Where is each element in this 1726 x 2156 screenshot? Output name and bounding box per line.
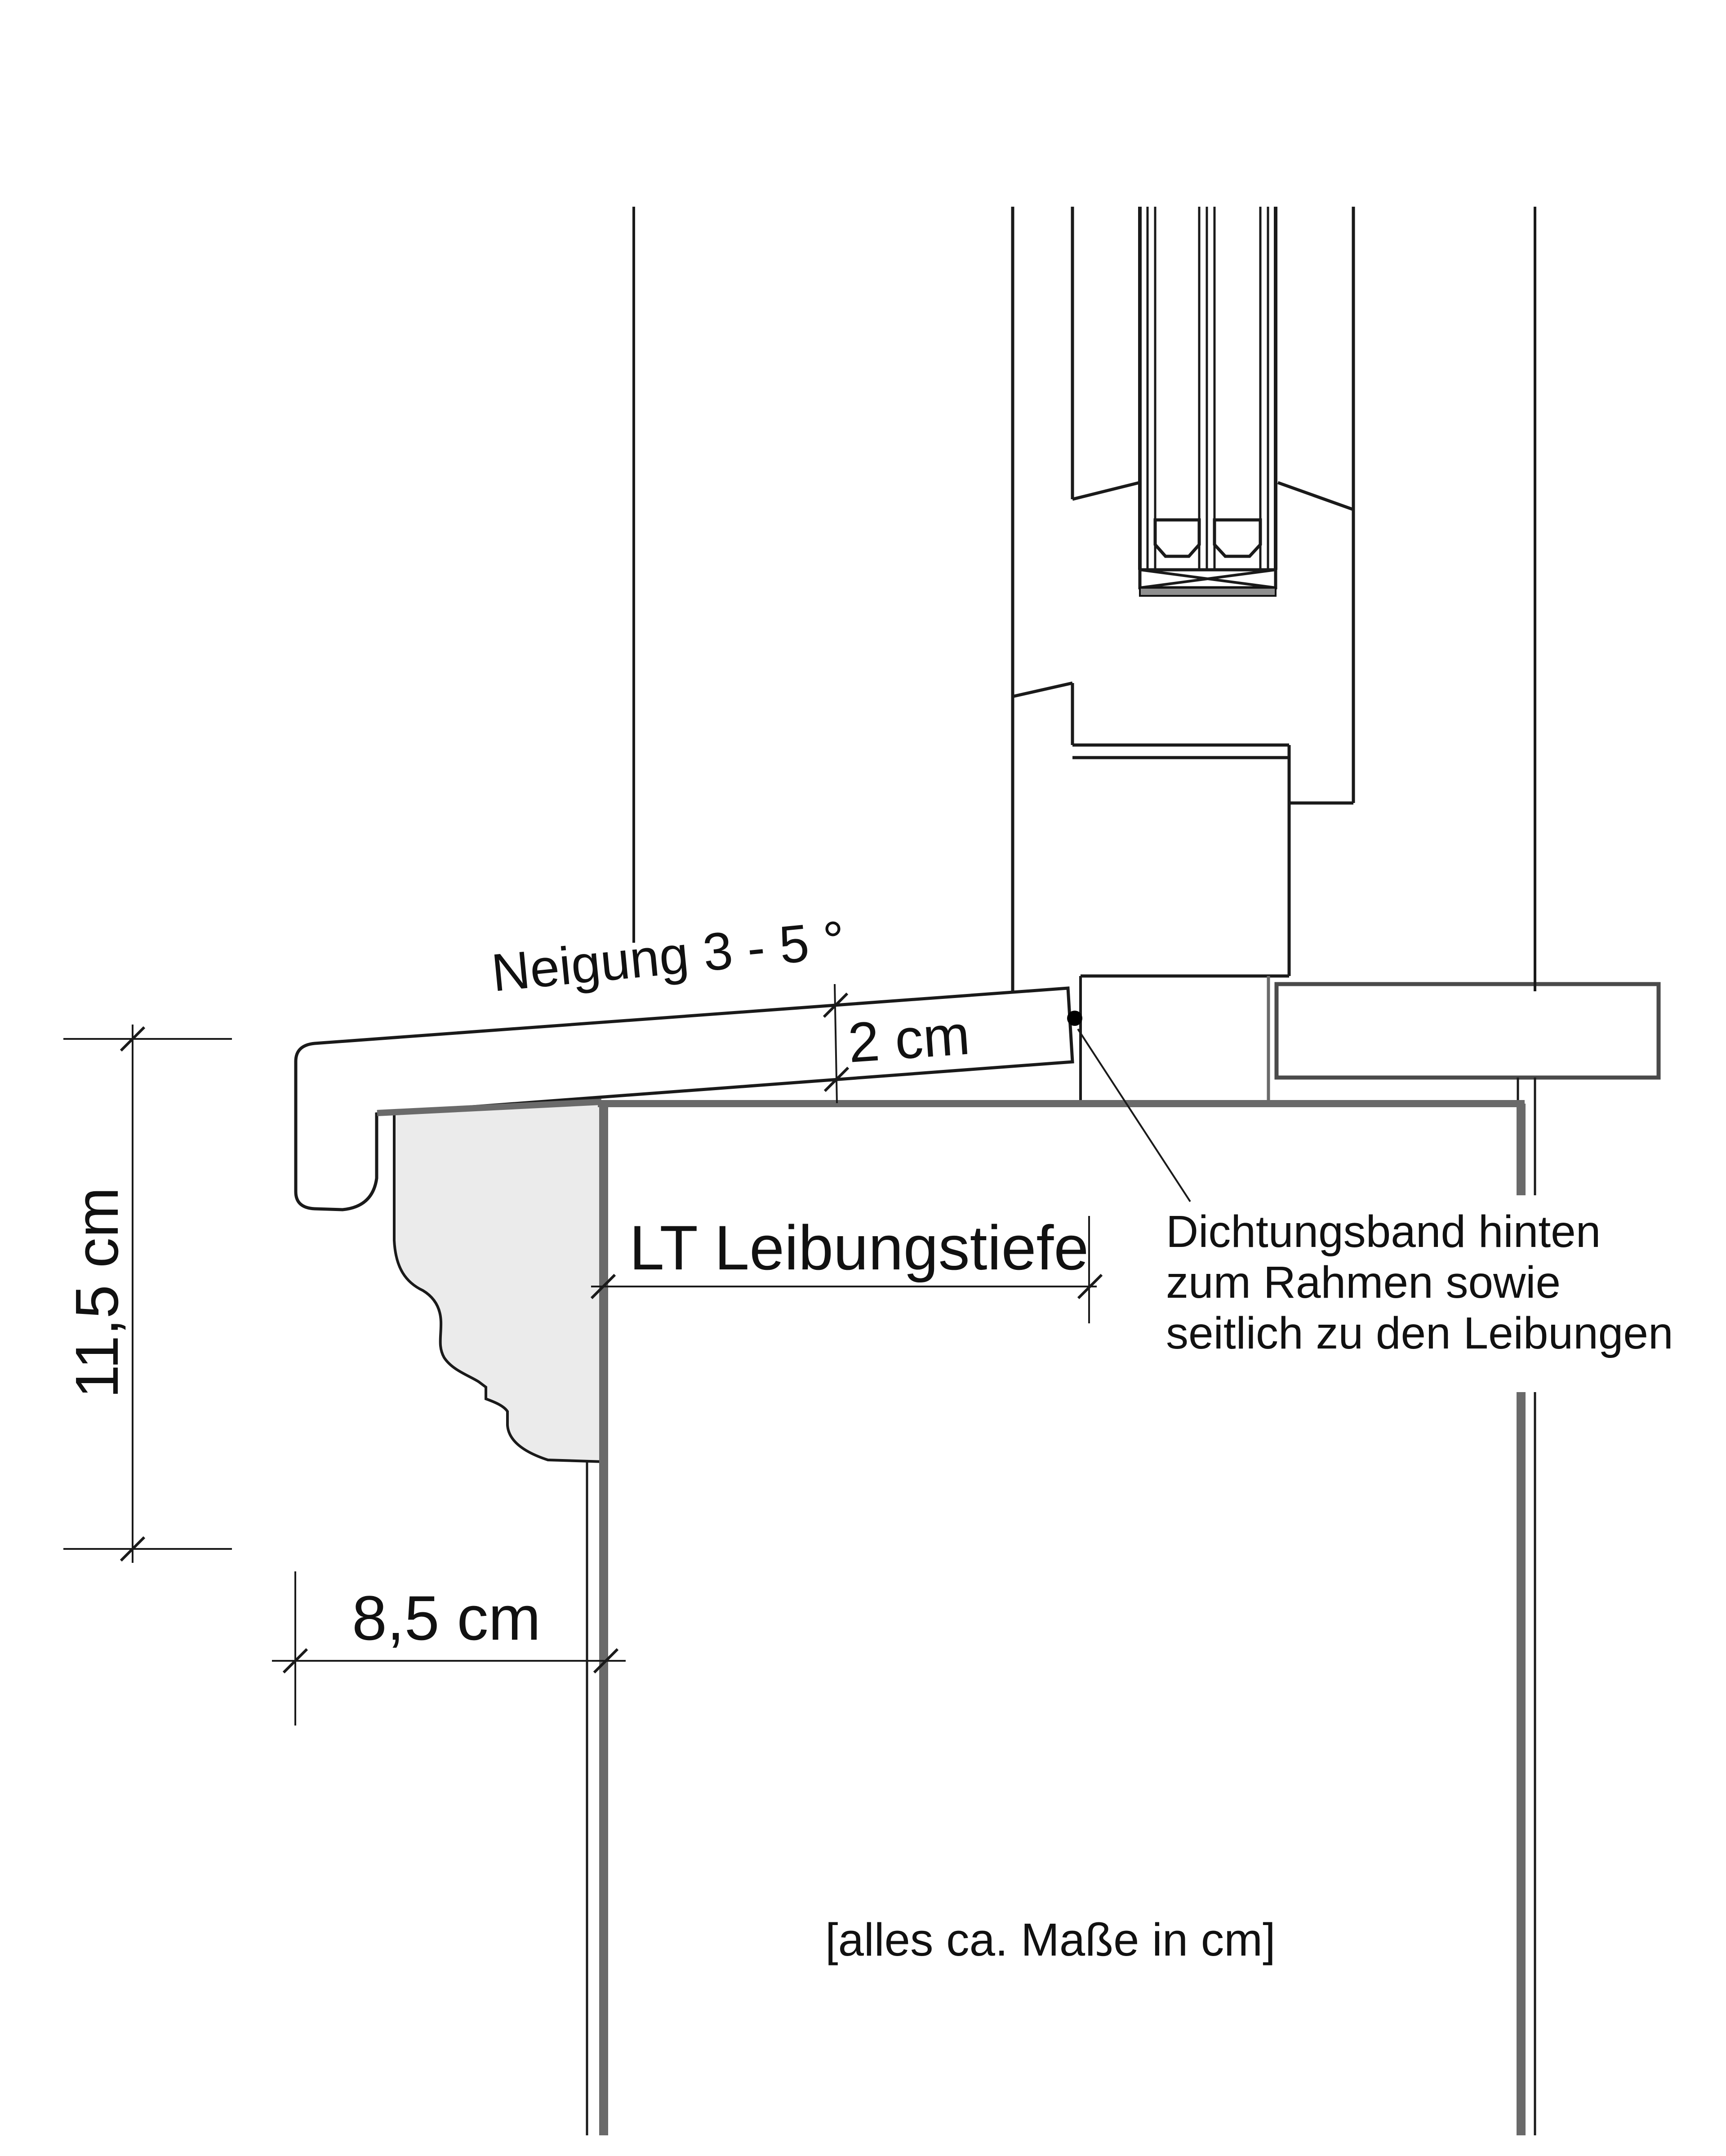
masonry-lines <box>377 1099 1526 2135</box>
facade-molding-profile <box>393 1103 605 1463</box>
dim-label-8-5-cm: 8,5 cm <box>352 1583 541 1653</box>
dim-tick <box>590 1273 616 1300</box>
dim-tick <box>1077 1273 1103 1300</box>
window-frame <box>1011 207 1355 1102</box>
dim-line <box>834 984 838 1104</box>
dim-label-reveal: LT Leibungstiefe <box>629 1212 1089 1283</box>
dimension-2-cm: 2 cm <box>823 984 972 1104</box>
dim-label-2-cm: 2 cm <box>846 1003 972 1074</box>
slope-label: Neigung 3 - 5 ° <box>489 910 847 1003</box>
dim-tick <box>593 1648 619 1674</box>
sealing-tape-marker <box>1067 1011 1191 1202</box>
dim-tick <box>120 1536 146 1562</box>
sealing-note-line-2: zum Rahmen sowie <box>1166 1257 1561 1308</box>
glass-pane-lines <box>1138 207 1277 570</box>
sill-body <box>294 986 1074 1211</box>
dimension-reveal-depth: LT Leibungstiefe <box>590 1212 1103 1323</box>
molding-fill <box>394 1103 604 1462</box>
dimension-8-5-cm: 8,5 cm <box>272 1571 626 1726</box>
dim-tick <box>823 1066 850 1092</box>
sealing-annotation: Dichtungsband hinten zum Rahmen sowie se… <box>1166 1207 1673 1358</box>
wall-lines <box>586 207 1536 2135</box>
sealing-leader-line <box>1077 1028 1191 1202</box>
glazing-unit <box>1138 207 1277 597</box>
dim-tick <box>282 1648 308 1674</box>
sill-bearing-line <box>377 1099 602 1116</box>
window-sill-profile <box>294 986 1074 1211</box>
frame-weather-slope <box>1012 681 1073 698</box>
glazing-chamfer-left <box>1072 481 1140 501</box>
sealing-note-line-1: Dichtungsband hinten <box>1166 1207 1601 1257</box>
molding-outline <box>393 1113 605 1463</box>
dim-label-11-5-cm: 11,5 cm <box>63 1187 131 1398</box>
dimension-11-5-cm: 11,5 cm <box>63 1025 232 1563</box>
interior-sill-board <box>1274 982 1661 1080</box>
dim-tick <box>120 1026 146 1052</box>
edge-seal-cross-2 <box>1139 568 1276 589</box>
sealing-tape-dot <box>1067 1011 1082 1026</box>
footer-note: [alles ca. Maße in cm] <box>825 1914 1276 1965</box>
dim-tick <box>823 992 849 1018</box>
edge-seal-band <box>1139 587 1277 597</box>
sealing-note-line-3: seitlich zu den Leibungen <box>1166 1308 1673 1358</box>
glazing-spacer-left <box>1153 518 1201 558</box>
glazing-spacer-right <box>1213 518 1262 558</box>
glazing-chamfer-right <box>1277 481 1354 511</box>
